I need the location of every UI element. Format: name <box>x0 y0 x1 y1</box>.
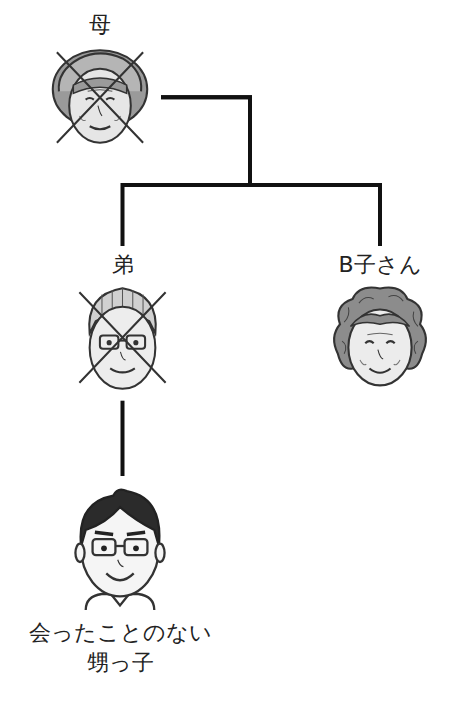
person-b-ko: B子さん <box>312 250 448 398</box>
face-illustration <box>70 280 175 395</box>
person-mother: 母 <box>40 10 160 155</box>
person-name: 会ったことのない 甥っ子 <box>28 618 213 677</box>
person-nephew: 会ったことのない 甥っ子 <box>20 482 220 677</box>
face-illustration <box>45 40 155 155</box>
family-line <box>161 97 380 246</box>
family-line <box>121 401 125 476</box>
family-line <box>123 97 251 246</box>
face-illustration <box>324 280 436 398</box>
face-illustration <box>60 482 180 610</box>
person-brother: 弟 <box>65 250 180 395</box>
person-name: B子さん <box>315 250 445 280</box>
person-name: 母 <box>70 10 130 40</box>
person-name: 弟 <box>93 250 153 280</box>
